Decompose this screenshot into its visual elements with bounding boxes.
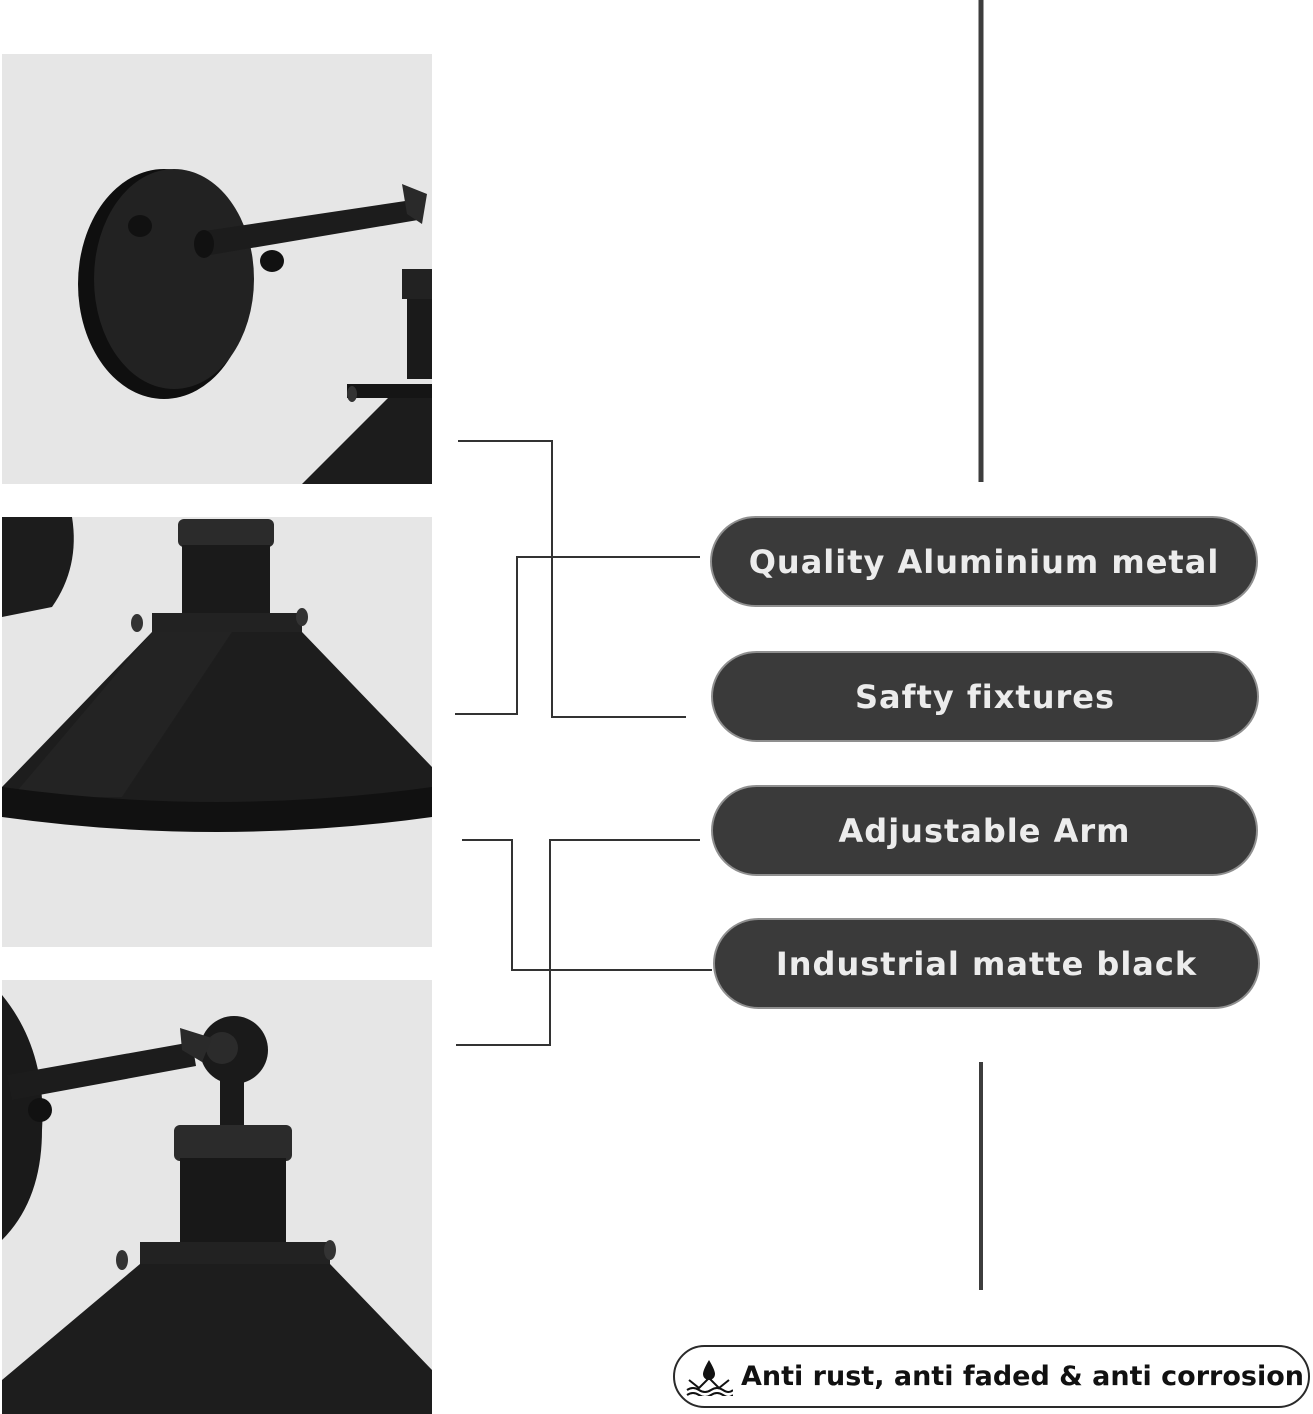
feature-label: Industrial matte black — [775, 944, 1198, 983]
feature-label: Adjustable Arm — [838, 811, 1131, 850]
badge-text: Anti rust, anti faded & anti corrosion — [741, 1361, 1304, 1392]
feature-pill-adjustable-arm: Adjustable Arm — [711, 785, 1258, 876]
feature-label: Quality Aluminium metal — [748, 542, 1220, 581]
anti-rust-badge: Anti rust, anti faded & anti corrosion — [673, 1345, 1310, 1408]
water-resistant-icon — [686, 1359, 733, 1396]
photo-adjustable-arm — [2, 980, 432, 1414]
photo-lamp-shade — [2, 517, 432, 947]
feature-pill-matte-black: Industrial matte black — [713, 918, 1260, 1009]
photo-wall-plate — [2, 54, 432, 484]
feature-pill-fixtures: Safty fixtures — [711, 651, 1259, 742]
feature-pill-aluminium: Quality Aluminium metal — [710, 516, 1258, 607]
feature-label: Safty fixtures — [855, 677, 1115, 716]
